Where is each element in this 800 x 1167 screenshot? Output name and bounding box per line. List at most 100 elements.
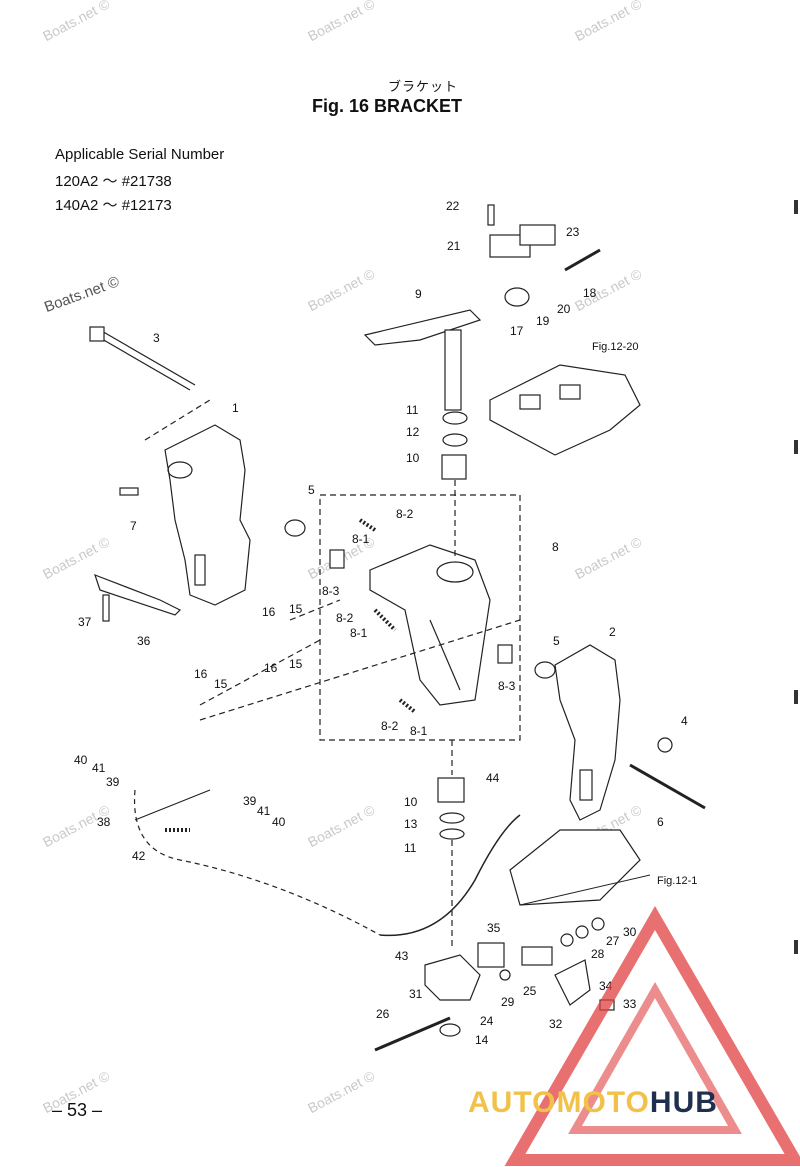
label-part-8: 8 [552,540,559,554]
label-part-9: 9 [415,287,422,301]
part-8-1-spring [398,698,417,714]
label-part-43: 43 [395,949,409,963]
label-part-40: 40 [74,753,88,767]
label-part-18: 18 [583,286,597,300]
logo-triangle-icon [504,906,800,1166]
part-1-left-bracket [164,424,251,606]
label-part-39: 39 [106,775,120,789]
part-5-washer [534,661,556,679]
label-part-13: 13 [404,817,418,831]
label-part-19: 19 [536,314,550,328]
label-part-6: 6 [657,815,664,829]
edge-mark [794,690,798,704]
label-part-42: 42 [132,849,146,863]
part-18-bolt [564,248,601,272]
label-part-44: 44 [486,771,500,785]
label-part-8-2: 8-2 [381,719,399,733]
edge-mark [794,440,798,454]
label-part-40: 40 [272,815,286,829]
label-part-22: 22 [446,199,460,213]
part-13-seal [439,812,465,824]
title-japanese: ブラケット [388,79,459,94]
label-part-10: 10 [406,451,420,465]
label-part-5: 5 [553,634,560,648]
part-5-washer [284,519,306,537]
part-11-washer [439,828,465,840]
label-part-38: 38 [97,815,111,829]
label-part-27: 27 [606,934,620,948]
label-part-8-1: 8-1 [350,626,368,640]
part-17-bushing [504,287,530,307]
label-part-30: 30 [623,925,637,939]
label-part-31: 31 [409,987,423,1001]
label-part-39: 39 [243,794,257,808]
label-part-29: 29 [501,995,515,1009]
label-part-5: 5 [308,483,315,497]
label-part-11: 11 [404,841,417,855]
part-32-plate [554,959,591,1006]
part-43-cable [379,814,521,937]
part-27-nut [575,925,589,939]
ref-fig-12-1: Fig.12-1 [657,875,697,887]
label-part-16: 16 [264,661,278,675]
label-part-28: 28 [591,947,605,961]
part-8-1-spring [373,608,397,632]
label-part-16: 16 [262,605,276,619]
edge-mark [794,200,798,214]
part-24-tilt-lock [424,954,481,1001]
part-12-seal [442,433,468,447]
part-35-grip [477,942,505,968]
part-42-cable [133,789,381,936]
label-part-37: 37 [78,615,92,629]
label-part-2: 2 [609,625,616,639]
part-37-bolt [102,594,110,622]
label-part-8-1: 8-1 [352,532,370,546]
label-part-21: 21 [447,239,461,253]
part-10-bushing [441,454,467,480]
part-11-washer [442,411,468,425]
label-part-12: 12 [406,425,420,439]
part-8-1-spring [358,518,377,532]
part-3-through-bolt [89,326,196,391]
label-part-32: 32 [549,1017,563,1031]
ref-fig-12-20: Fig.12-20 [592,341,638,353]
label-part-7: 7 [130,519,137,533]
engine-mount-block-fig12-20 [489,364,641,456]
serial-line-1: 120A2 ～ #21738 [55,173,172,190]
part-26-bolt [374,1016,451,1052]
logo-wordmark: AUTOMOTOHUB [468,1086,718,1119]
part-36-plate [94,573,182,616]
part-28-washer [560,933,574,947]
label-part-8-2: 8-2 [396,507,414,521]
part-22-bolt [487,204,495,226]
part-8-3-bushing [497,644,513,664]
label-part-24: 24 [480,1014,494,1028]
label-part-11: 11 [406,403,419,417]
label-part-8-1: 8-1 [410,724,428,738]
label-part-41: 41 [257,804,271,818]
page-title: Fig. 16 BRACKET [312,96,463,116]
label-part-36: 36 [137,634,151,648]
label-part-1: 1 [232,401,239,415]
label-part-15: 15 [214,677,228,691]
label-part-26: 26 [376,1007,390,1021]
part-8-group-box [319,494,521,741]
part-7-bolt [119,487,139,496]
label-part-35: 35 [487,921,501,935]
label-part-8-3: 8-3 [322,584,340,598]
label-part-23: 23 [566,225,580,239]
part-10-bushing [437,777,465,803]
label-part-8-2: 8-2 [336,611,354,625]
part-2-right-bracket [554,644,621,821]
label-part-15: 15 [289,602,303,616]
label-part-8-3: 8-3 [498,679,516,693]
part-14-washer [439,1023,461,1037]
label-part-16: 16 [194,667,208,681]
label-part-15: 15 [289,657,303,671]
part-6-through-bolt [629,763,706,810]
part-8-3-bushing [329,549,345,569]
label-part-20: 20 [557,302,571,316]
label-part-25: 25 [523,984,537,998]
part-38-link [134,789,211,821]
